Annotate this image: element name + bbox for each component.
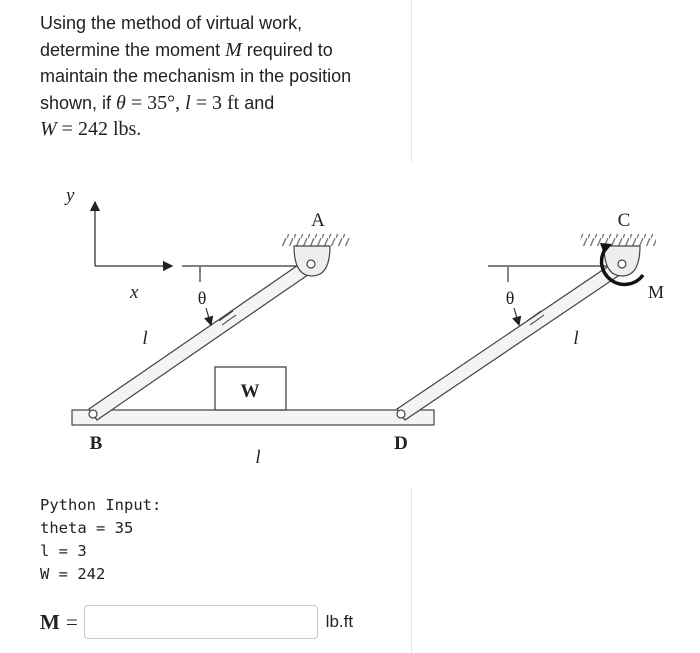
mechanism-diagram: y x W θ θ A B C D M l bbox=[64, 185, 664, 468]
label-m: M bbox=[648, 282, 664, 302]
moment-answer-input[interactable] bbox=[83, 605, 318, 639]
pin-a bbox=[306, 259, 316, 269]
moment-arrowhead-icon bbox=[600, 243, 612, 254]
answer-label: M bbox=[40, 609, 60, 634]
question-line-2: determine the moment M required to bbox=[40, 38, 333, 61]
ground-support-c bbox=[580, 234, 656, 246]
question-text: Using the method of virtual work, determ… bbox=[40, 10, 380, 143]
label-c: C bbox=[618, 210, 631, 231]
python-input-w: W = 242 bbox=[40, 565, 106, 583]
column-divider-bottom bbox=[411, 488, 412, 653]
question-line-4: shown, if θ = 35°, l = 3 ft and bbox=[40, 91, 275, 114]
pin-c bbox=[617, 259, 627, 269]
angle-theta-left: θ bbox=[198, 288, 207, 308]
answer-unit: lb.ft bbox=[325, 612, 354, 631]
length-label-bottom: l bbox=[255, 447, 260, 468]
answer-equals: = bbox=[65, 609, 78, 634]
pin-b bbox=[88, 409, 98, 419]
length-label-left: l bbox=[142, 328, 147, 349]
horizontal-bar-bd bbox=[71, 409, 435, 426]
coordinate-axes: y x bbox=[64, 185, 174, 303]
moment-arc-icon bbox=[599, 246, 645, 287]
python-input-header: Python Input: bbox=[40, 496, 162, 514]
x-axis-label: x bbox=[129, 282, 139, 303]
column-divider-top bbox=[411, 0, 412, 162]
block-w bbox=[214, 366, 287, 411]
label-b: B bbox=[90, 433, 103, 454]
question-line-1: Using the method of virtual work, bbox=[40, 13, 303, 33]
label-a: A bbox=[311, 210, 325, 231]
python-input-l: l = 3 bbox=[40, 542, 87, 560]
angle-indicator-left bbox=[199, 267, 237, 327]
python-input-theta: theta = 35 bbox=[40, 519, 134, 537]
y-axis-label: y bbox=[64, 185, 75, 206]
link-cd bbox=[396, 258, 628, 421]
block-w-label: W bbox=[241, 381, 260, 402]
question-line-5: W = 242 lbs. bbox=[40, 118, 142, 140]
pin-d bbox=[396, 409, 406, 419]
angle-theta-right: θ bbox=[506, 288, 515, 308]
python-input-block: Python Input: theta = 35 l = 3 W = 242 bbox=[40, 494, 161, 586]
label-d: D bbox=[394, 433, 408, 454]
ground-support-a bbox=[282, 234, 350, 246]
length-label-right: l bbox=[573, 328, 578, 349]
question-line-3: maintain the mechanism in the position bbox=[40, 66, 352, 86]
answer-row: M = lb.ft bbox=[40, 603, 353, 641]
angle-indicator-right bbox=[507, 267, 545, 327]
